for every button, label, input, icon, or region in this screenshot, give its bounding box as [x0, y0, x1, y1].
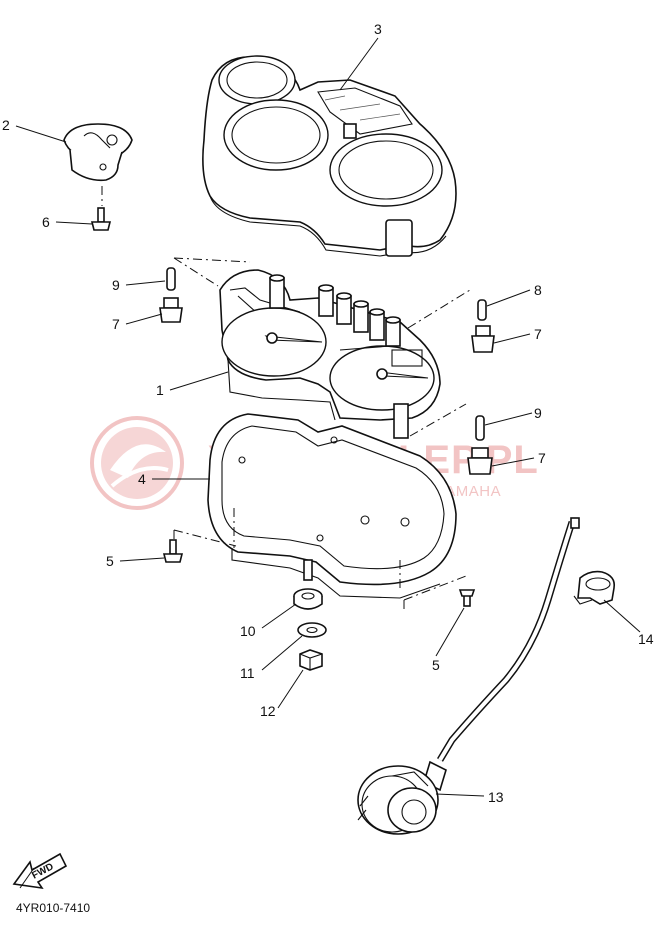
- part-5-screw-left: [162, 539, 184, 563]
- part-10-grommet: [293, 559, 323, 610]
- part-4-lower-case: [207, 413, 457, 599]
- part-5-screw-right: [458, 589, 476, 607]
- callout-8: 8: [534, 282, 542, 298]
- callout-labels: 3 2 6 9 7 1 8 7 9 7 4 5 5 10 11 12 13 14: [2, 21, 654, 805]
- part-2-cap: [63, 123, 133, 182]
- part-3-meter-cover: [202, 55, 457, 257]
- part-7-grommet-right-upper: [471, 325, 495, 353]
- part-7-grommet-right-lower: [467, 447, 493, 475]
- callout-4: 4: [138, 471, 146, 487]
- callout-5-left: 5: [106, 553, 114, 569]
- callout-7-right-lower: 7: [538, 450, 546, 466]
- callout-11: 11: [240, 665, 255, 681]
- dash-line: [407, 289, 471, 437]
- part-11-washer: [297, 622, 327, 638]
- part-12-nut: [299, 649, 323, 671]
- callout-9-left: 9: [112, 277, 120, 293]
- part-6-screw: [90, 186, 112, 231]
- dash-line: [173, 257, 251, 287]
- dash-line: [173, 529, 237, 547]
- part-14-clamp: [573, 570, 616, 605]
- callout-14: 14: [638, 631, 654, 647]
- callout-7-right-upper: 7: [534, 326, 542, 342]
- fwd-arrow-icon: FWD: [12, 852, 68, 890]
- dash-line: [403, 575, 467, 610]
- callout-9-right: 9: [534, 405, 542, 421]
- callout-1: 1: [156, 382, 164, 398]
- part-7-grommet-left: [159, 297, 183, 323]
- part-9-pin-left: [166, 267, 176, 291]
- part-9-pin-right: [475, 415, 485, 441]
- leader-lines: [15, 37, 641, 797]
- watermark-logo-icon: [90, 416, 184, 510]
- part-13-cable-gear-unit: [357, 517, 580, 835]
- callout-7-left: 7: [112, 316, 120, 332]
- callout-3: 3: [374, 21, 382, 37]
- callout-2: 2: [2, 117, 10, 133]
- part-1-meter-assembly: [219, 269, 441, 439]
- diagram-code: 4YR010-7410: [16, 901, 90, 915]
- callout-5-right: 5: [432, 657, 440, 673]
- callout-10: 10: [240, 623, 256, 639]
- callout-12: 12: [260, 703, 276, 719]
- callout-6: 6: [42, 214, 50, 230]
- part-8-pin-right: [477, 299, 487, 321]
- callout-13: 13: [488, 789, 504, 805]
